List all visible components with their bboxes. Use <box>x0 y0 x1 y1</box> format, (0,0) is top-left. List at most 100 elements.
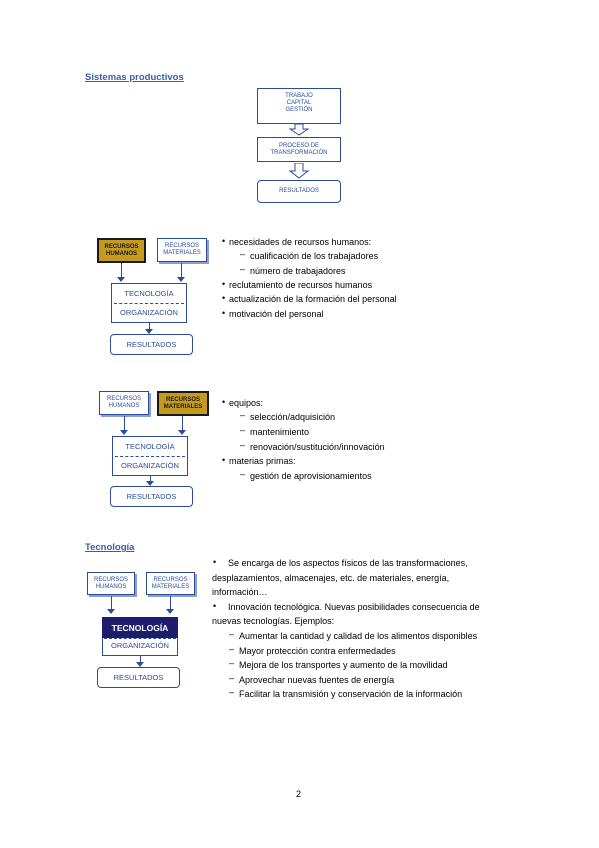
paragraph-line: nuevas tecnologías. Ejemplos: <box>212 616 335 626</box>
arrow-down-icon <box>107 609 115 614</box>
arrow-down-icon <box>177 277 185 282</box>
box-resultados: RESULTADOS <box>110 486 193 507</box>
list-item: reclutamiento de recursos humanos <box>229 280 373 290</box>
box-recursos-materiales-highlight: RECURSOS MATERIALES <box>157 391 209 416</box>
arrow-down-icon <box>146 481 154 486</box>
box-line: PROCESO DE <box>278 143 319 149</box>
arrow-down-icon <box>120 430 128 435</box>
box-recursos-humanos: RECURSOS HUMANOS <box>99 391 149 415</box>
connector-line <box>111 596 112 609</box>
box-organizacion: ORGANIZACIÓN <box>102 638 178 656</box>
dash-icon: – <box>240 469 246 479</box>
box-recursos-humanos-highlight: RECURSOS HUMANOS <box>97 238 146 263</box>
list-item: cualificación de los trabajadores <box>250 251 379 261</box>
box-resultados: RESULTADOS <box>257 180 341 203</box>
arrow-down-icon <box>178 430 186 435</box>
box-resultados: RESULTADOS <box>97 667 180 688</box>
dash-icon: – <box>240 264 246 274</box>
box-line: TRANSFORMACIÓN <box>270 150 328 156</box>
down-arrow-icon <box>289 163 309 179</box>
connector-line <box>181 263 182 277</box>
arrow-down-icon <box>117 277 125 282</box>
dashed-divider <box>104 638 176 639</box>
dash-icon: – <box>240 249 246 259</box>
list-item: actualización de la formación del person… <box>229 294 397 304</box>
heading-sistemas-productivos: Sistemas productivos <box>85 72 184 83</box>
box-line: CAPITAL <box>286 100 312 106</box>
bullet-icon: • <box>222 397 226 407</box>
box-recursos-materiales: RECURSOS MATERIALES <box>146 572 195 595</box>
list-item: renovación/sustitución/innovación <box>250 442 385 452</box>
box-recursos-humanos: RECURSOS HUMANOS <box>87 572 135 595</box>
list-item: Facilitar la transmisión y conservación … <box>239 689 463 699</box>
dashed-divider <box>114 303 184 304</box>
box-line: HUMANOS <box>108 403 140 409</box>
list-item: Mayor protección contra enfermedades <box>239 646 396 656</box>
list-item: Mejora de los transportes y aumento de l… <box>239 660 448 670</box>
connector-line <box>149 323 150 329</box>
connector-line <box>182 416 183 430</box>
connector-line <box>124 416 125 430</box>
dash-icon: – <box>240 440 246 450</box>
arrow-down-icon <box>145 329 153 334</box>
list-item: materias primas: <box>229 456 296 466</box>
box-line: TRABAJO <box>285 93 313 99</box>
dash-icon: – <box>240 410 246 420</box>
connector-line <box>170 596 171 609</box>
dash-icon: – <box>229 673 235 683</box>
list-item: Aprovechar nuevas fuentes de energía <box>239 675 395 685</box>
list-item: Aumentar la cantidad y calidad de los al… <box>239 631 478 641</box>
box-line: RECURSOS <box>165 397 200 403</box>
list-item: equipos: <box>229 398 264 408</box>
list-item: número de trabajadores <box>250 266 346 276</box>
heading-tecnologia: Tecnología <box>85 542 135 553</box>
bullet-icon: • <box>213 557 217 567</box>
box-line: HUMANOS <box>106 251 137 257</box>
dash-icon: – <box>229 629 235 639</box>
dash-icon: – <box>229 644 235 654</box>
list-item: necesidades de recursos humanos: <box>229 237 372 247</box>
connector-line <box>150 476 151 481</box>
label-organizacion: ORGANIZACIÓN <box>121 461 179 470</box>
box-proceso-transformacion: PROCESO DE TRANSFORMACIÓN <box>257 137 341 162</box>
box-tecnologia-highlight: TECNOLOGÍA <box>102 617 178 638</box>
bullet-icon: • <box>222 236 226 246</box>
box-trabajo-capital-gestion: TRABAJO CAPITAL GESTIÓN <box>257 88 341 124</box>
box-line: MATERIALES <box>163 404 203 410</box>
paragraph-line: información… <box>212 587 268 597</box>
list-item: selección/adquisición <box>250 412 336 422</box>
list-item: gestión de aprovisionamientos <box>250 471 372 481</box>
paragraph-line: Se encarga de los aspectos físicos de la… <box>228 558 468 568</box>
box-line: RECURSOS <box>106 396 141 402</box>
box-line: RECURSOS <box>104 244 139 250</box>
connector-line <box>121 263 122 277</box>
dash-icon: – <box>240 425 246 435</box>
arrow-down-icon <box>166 609 174 614</box>
dash-icon: – <box>229 658 235 668</box>
connector-line <box>140 656 141 662</box>
down-arrow-icon <box>289 124 309 136</box>
list-item: mantenimiento <box>250 427 310 437</box>
dash-icon: – <box>229 687 235 697</box>
bullet-icon: • <box>213 601 217 611</box>
box-line: GESTIÓN <box>285 107 313 113</box>
box-resultados: RESULTADOS <box>110 334 193 355</box>
arrow-down-icon <box>136 662 144 667</box>
dashed-divider <box>115 456 185 457</box>
bullet-icon: • <box>222 308 226 318</box>
bullet-icon: • <box>222 293 226 303</box>
label-tecnologia: TECNOLOGÍA <box>125 442 175 451</box>
box-line: MATERIALES <box>163 250 201 256</box>
page-number: 2 <box>296 789 302 799</box>
paragraph-line: Innovación tecnológica. Nuevas posibilid… <box>228 602 480 612</box>
label-organizacion: ORGANIZACIÓN <box>120 308 178 317</box>
box-recursos-materiales: RECURSOS MATERIALES <box>157 238 207 262</box>
box-line: HUMANOS <box>95 584 127 590</box>
box-line: RECURSOS <box>164 243 199 249</box>
bullet-icon: • <box>222 279 226 289</box>
box-line: RECURSOS <box>93 577 128 583</box>
paragraph-line: desplazamientos, almacenajes, etc. de ma… <box>212 573 450 583</box>
list-item: motivación del personal <box>229 309 324 319</box>
bullet-icon: • <box>222 455 226 465</box>
box-line: MATERIALES <box>151 584 190 590</box>
